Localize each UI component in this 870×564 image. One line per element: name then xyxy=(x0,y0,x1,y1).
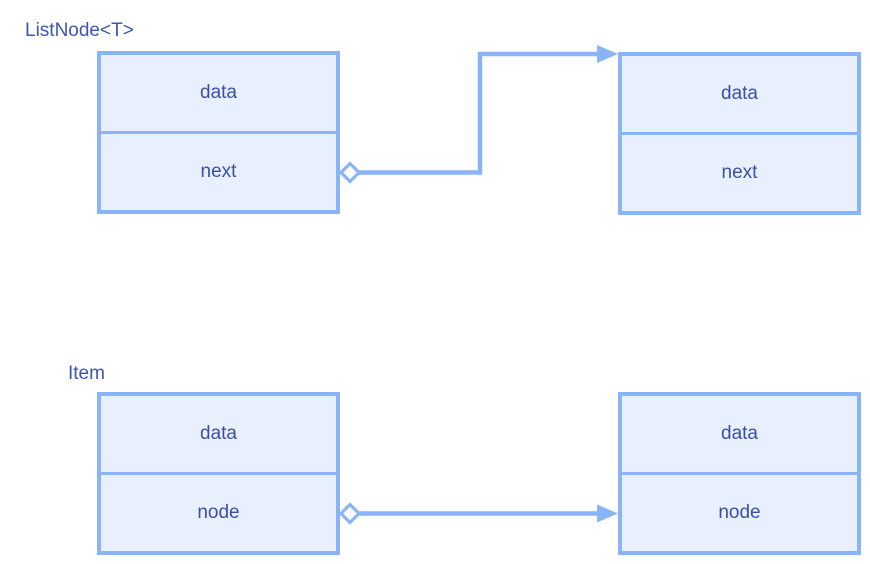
item-left-field-data: data xyxy=(101,396,336,472)
aggregation-diamond-icon xyxy=(338,161,362,184)
item-left-field-node: node xyxy=(101,472,336,551)
listnode-left-box: data next xyxy=(97,51,340,214)
connector-item-node xyxy=(338,502,618,525)
arrowhead-icon xyxy=(597,45,618,63)
item-right-field-data: data xyxy=(622,396,857,472)
listnode-left-field-next: next xyxy=(101,131,336,210)
listnode-right-field-data: data xyxy=(622,56,857,132)
item-right-field-node: node xyxy=(622,472,857,551)
connector-listnode-next xyxy=(338,45,618,184)
listnode-left-field-data: data xyxy=(101,55,336,131)
arrowhead-icon xyxy=(597,504,618,523)
item-right-box: data node xyxy=(618,392,861,555)
listnode-right-box: data next xyxy=(618,52,861,215)
aggregation-diamond-icon xyxy=(338,502,362,525)
item-left-box: data node xyxy=(97,392,340,555)
class-label-item: Item xyxy=(68,363,105,384)
listnode-right-field-next: next xyxy=(622,132,857,211)
class-label-listnode: ListNode<T> xyxy=(25,20,134,41)
connector-listnode-next-line xyxy=(359,51,600,175)
